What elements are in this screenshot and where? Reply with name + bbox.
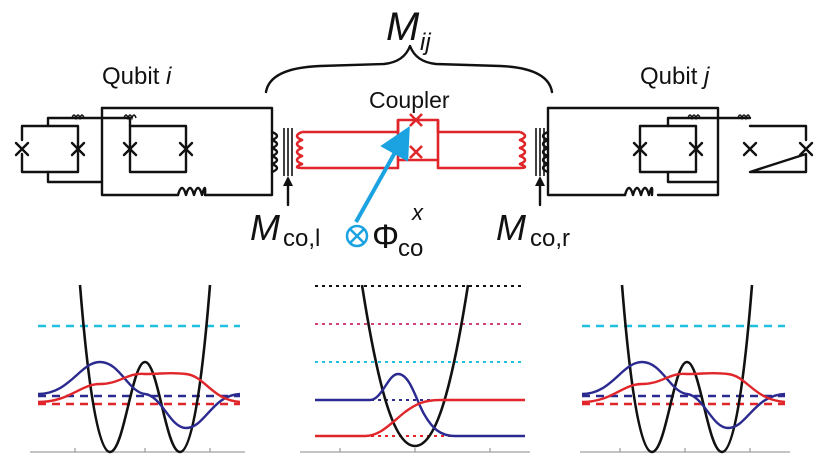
svg-text:co,r: co,r — [530, 225, 570, 252]
qubit-i-label: Qubit i — [102, 63, 172, 90]
wavefunction-blue — [315, 372, 525, 438]
inductor-coil-icon — [687, 114, 701, 121]
potential-curve — [78, 284, 212, 454]
mco-right-label: M co,r — [496, 207, 570, 252]
svg-text:Qubit j: Qubit j — [640, 63, 710, 90]
junction-x-icon — [409, 113, 423, 159]
mco-left-arrow — [283, 176, 293, 207]
coupler-circuit — [295, 113, 527, 170]
svg-text:M: M — [386, 5, 420, 49]
mutual-inductance-label: M ij — [386, 5, 431, 56]
inductor-coil-icon — [123, 114, 137, 121]
coupler-label: Coupler — [369, 87, 450, 113]
inductor-coil-icon — [518, 130, 527, 170]
svg-text:M: M — [496, 207, 526, 248]
svg-text:x: x — [411, 200, 424, 225]
svg-text:co: co — [398, 235, 423, 262]
svg-text:Qubit i: Qubit i — [102, 63, 172, 90]
flux-bias-arrow — [354, 126, 410, 223]
qubit-j-potential-plot — [580, 284, 790, 454]
junction-x-icon — [632, 141, 814, 157]
potential-curve — [360, 284, 470, 448]
inductor-coil-icon — [71, 114, 85, 121]
curly-brace — [264, 44, 554, 94]
potential-curve — [620, 284, 754, 454]
svg-text:ij: ij — [420, 29, 431, 56]
qubit-i-potential-plot — [30, 284, 245, 454]
mco-right-arrow — [535, 176, 545, 207]
wavefunction-red — [581, 371, 786, 404]
qubit-j-circuit — [535, 106, 814, 197]
flux-label: Φ co x — [372, 200, 424, 262]
inductor-coil-icon — [176, 186, 207, 197]
svg-text:M: M — [250, 207, 280, 248]
coupler-potential-plot — [300, 284, 530, 453]
wavefunction-blue — [581, 360, 786, 430]
qubit-j-label: Qubit j — [640, 63, 710, 90]
svg-text:Φ: Φ — [372, 218, 399, 256]
wavefunction-red — [315, 398, 525, 438]
inductor-coil-icon — [295, 130, 304, 170]
inductor-coil-icon — [270, 130, 279, 174]
junction-x-icon — [14, 141, 194, 157]
mco-left-label: M co,l — [250, 207, 320, 252]
svg-text:co,l: co,l — [283, 225, 320, 252]
inductor-coil-icon — [623, 186, 654, 197]
wavefunction-blue — [37, 360, 241, 430]
flux-bias-icon — [345, 224, 369, 248]
wavefunction-red — [37, 371, 241, 404]
qubit-i-circuit — [14, 106, 293, 197]
inductor-coil-icon — [541, 130, 550, 174]
inductor-coil-icon — [737, 114, 751, 121]
